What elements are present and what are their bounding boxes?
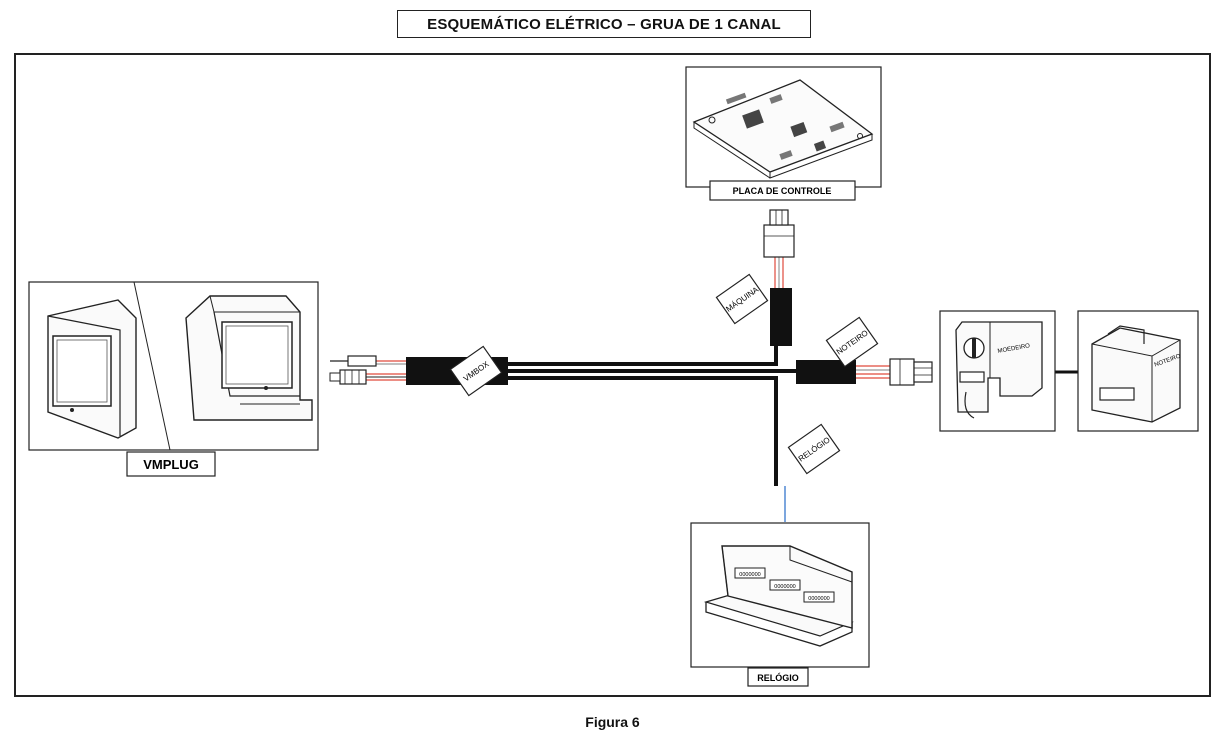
counter-readout-2: 0000000 bbox=[774, 584, 795, 590]
clock-block: 0000000 0000000 0000000 RELÓGIO bbox=[690, 522, 870, 687]
bill-acceptor-block: NOTEIRO bbox=[1077, 310, 1199, 432]
circuit-board-icon bbox=[692, 79, 874, 179]
coin-acceptor-icon bbox=[955, 321, 1043, 419]
coin-acceptor-block: MOEDEIRO bbox=[939, 310, 1056, 432]
bill-acceptor-icon bbox=[1091, 325, 1181, 423]
vmplug-angled-device-icon bbox=[185, 295, 313, 421]
figure-caption: Figura 6 bbox=[585, 714, 640, 730]
diagram-frame bbox=[14, 53, 1211, 697]
tag-bill: NOTEIRO bbox=[825, 316, 879, 368]
tag-clock: RELÓGIO bbox=[787, 423, 841, 475]
vmplug-block: VMPLUG bbox=[28, 281, 319, 477]
diagram-title: ESQUEMÁTICO ELÉTRICO – GRUA DE 1 CANAL bbox=[397, 10, 811, 38]
tag-machine: MÁQUINA bbox=[715, 273, 769, 325]
main-cables bbox=[508, 345, 796, 486]
thin-wires bbox=[366, 257, 1078, 522]
vmplug-front-device-icon bbox=[47, 299, 137, 439]
control-board-label: PLACA DE CONTROLE bbox=[733, 186, 832, 196]
control-board-block: PLACA DE CONTROLE bbox=[685, 66, 882, 201]
machine-sleeve bbox=[770, 288, 792, 346]
counter-readout-1: 0000000 bbox=[739, 572, 760, 578]
vmplug-plugs bbox=[329, 355, 377, 385]
bill-acceptor-plug bbox=[889, 358, 933, 386]
clock-label: RELÓGIO bbox=[757, 672, 799, 683]
vmplug-label: VMPLUG bbox=[143, 457, 199, 472]
coin-acceptor-label: MOEDEIRO bbox=[997, 343, 1031, 355]
control-board-plug bbox=[763, 209, 795, 258]
tag-vmbox: VMBOX bbox=[449, 345, 503, 397]
counter-readout-3: 0000000 bbox=[808, 596, 829, 602]
counter-panel-icon bbox=[703, 545, 854, 647]
